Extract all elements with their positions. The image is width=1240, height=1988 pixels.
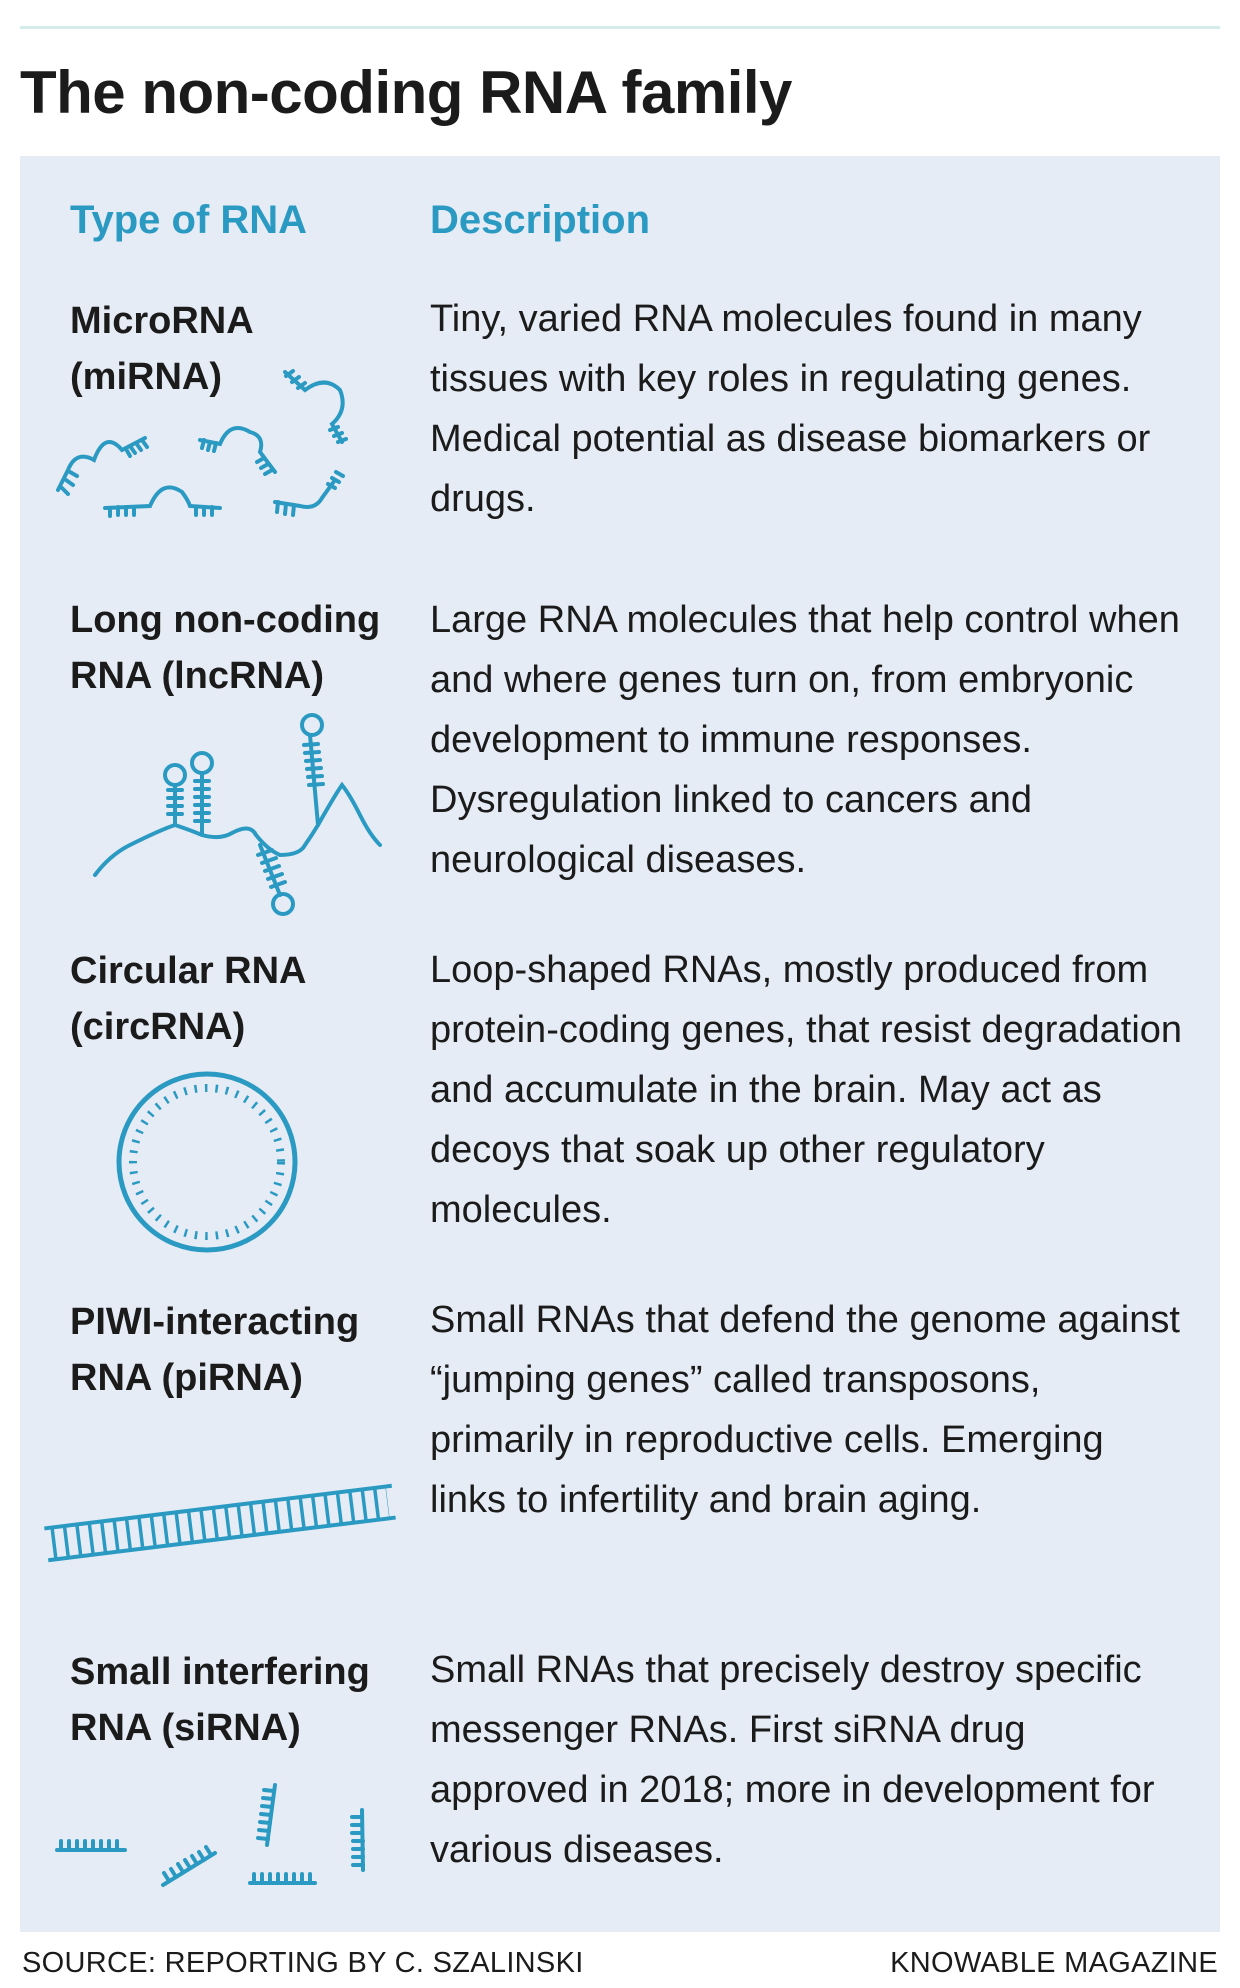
type-sirna: Small interfering RNA (siRNA) [70, 1651, 370, 1749]
desc-circrna: Loop-shaped RNAs, mostly produced from p… [430, 949, 1183, 1231]
microrna-icon [56, 369, 348, 518]
type-circrna: Circular RNA (circRNA) [70, 950, 306, 1048]
sirna-icon [55, 1783, 365, 1887]
header-description: Description [430, 198, 651, 242]
desc-mirna: Tiny, varied RNA molecules found in many… [430, 298, 1151, 520]
page-title: The non-coding RNA family [20, 59, 792, 126]
top-rule [20, 26, 1220, 29]
footer-source: SOURCE: REPORTING BY C. SZALINSKI [22, 1947, 584, 1979]
header-type: Type of RNA [70, 198, 308, 242]
footer-credit: KNOWABLE MAGAZINE [890, 1947, 1218, 1979]
pirna-icon [44, 1483, 396, 1563]
desc-pirna: Small RNAs that defend the genome agains… [430, 1299, 1180, 1521]
circrna-icon [116, 1071, 298, 1253]
lncrna-icon [93, 713, 382, 916]
desc-sirna: Small RNAs that precisely destroy specif… [430, 1649, 1155, 1871]
type-mirna: MicroRNA (miRNA) [70, 300, 253, 398]
desc-lncrna: Large RNA molecules that help control wh… [430, 599, 1180, 881]
type-pirna: PIWI-interacting RNA (piRNA) [70, 1301, 360, 1399]
type-lncrna: Long non-coding RNA (lncRNA) [70, 599, 381, 697]
table-panel [20, 156, 1220, 1932]
